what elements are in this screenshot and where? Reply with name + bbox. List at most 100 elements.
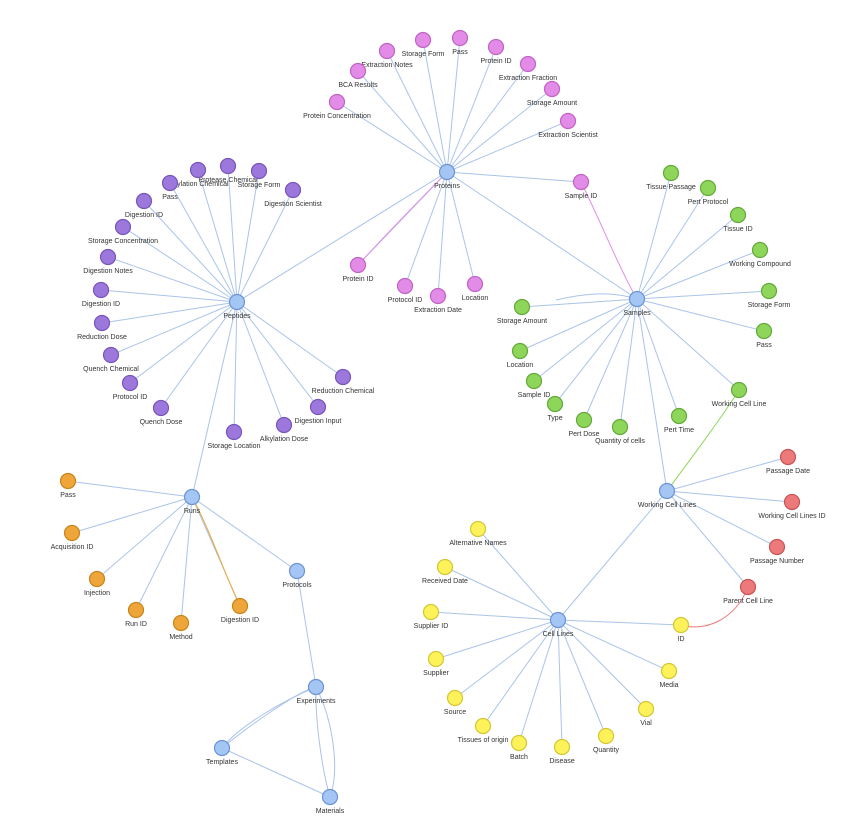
hub-peptides-circle[interactable]: [228, 293, 246, 311]
proteins-attr-5[interactable]: BCA Results: [338, 62, 378, 90]
peptides-attr-0-circle[interactable]: [219, 157, 237, 175]
peptides-attr-9[interactable]: Reduction Dose: [77, 314, 127, 342]
peptides-attr-14[interactable]: Digestion Input: [295, 398, 342, 426]
samples-attr-5-circle[interactable]: [755, 322, 773, 340]
samples-attr-12-circle[interactable]: [670, 407, 688, 425]
proteins-attr-7-circle[interactable]: [328, 93, 346, 111]
peptides-attr-7-circle[interactable]: [99, 248, 117, 266]
proteins-attr-6[interactable]: Storage Amount: [527, 80, 577, 108]
proteins-attr-10-circle[interactable]: [349, 256, 367, 274]
hub-proteins[interactable]: Proteins: [434, 163, 460, 191]
proteins-attr-8-circle[interactable]: [559, 112, 577, 130]
peptides-attr-16-circle[interactable]: [225, 423, 243, 441]
hub-working-cell-lines-circle[interactable]: [658, 482, 676, 500]
cell_lines-attr-7-circle[interactable]: [553, 738, 571, 756]
samples-attr-3-circle[interactable]: [751, 241, 769, 259]
samples-attr-11[interactable]: Quantity of cells: [595, 418, 645, 446]
proteins-attr-11[interactable]: Protocol ID: [388, 277, 423, 305]
cell_lines-attr-3[interactable]: Supplier: [423, 650, 450, 678]
samples-attr-7[interactable]: Location: [507, 342, 534, 370]
proteins-attr-10[interactable]: Protein ID: [342, 256, 374, 284]
proteins-attr-8[interactable]: Extraction Scientist: [538, 112, 598, 140]
working_cell_lines-attr-0[interactable]: Passage Date: [766, 448, 810, 476]
peptides-attr-10-circle[interactable]: [102, 346, 120, 364]
samples-attr-12[interactable]: Pert Time: [664, 407, 694, 435]
hub-runs-circle[interactable]: [183, 488, 201, 506]
hub-experiments[interactable]: Experiments: [297, 678, 336, 706]
samples-attr-6[interactable]: Storage Amount: [497, 298, 547, 326]
peptides-attr-8[interactable]: Digestion ID: [82, 281, 120, 309]
proteins-attr-0-circle[interactable]: [414, 31, 432, 49]
samples-attr-13[interactable]: Working Cell Line: [712, 381, 767, 409]
hub-runs[interactable]: Runs: [183, 488, 201, 516]
hub-templates-circle[interactable]: [213, 739, 231, 757]
hub-samples[interactable]: Samples: [623, 290, 651, 318]
proteins-attr-9[interactable]: Sample ID: [565, 173, 598, 201]
cell_lines-attr-11-circle[interactable]: [672, 616, 690, 634]
cell_lines-attr-3-circle[interactable]: [427, 650, 445, 668]
proteins-attr-2-circle[interactable]: [378, 42, 396, 60]
peptides-attr-1[interactable]: Alkylation Chemical: [167, 161, 229, 189]
proteins-attr-6-circle[interactable]: [543, 80, 561, 98]
hub-protocols-circle[interactable]: [288, 562, 306, 580]
samples-attr-3[interactable]: Working Compound: [729, 241, 791, 269]
peptides-attr-13-circle[interactable]: [152, 399, 170, 417]
runs-attr-1[interactable]: Acquisition ID: [51, 524, 94, 552]
peptides-attr-11[interactable]: Protocol ID: [113, 374, 148, 402]
proteins-attr-5-circle[interactable]: [349, 62, 367, 80]
cell_lines-attr-8[interactable]: Quantity: [593, 727, 620, 755]
hub-working-cell-lines[interactable]: Working Cell Lines: [638, 482, 697, 510]
cell_lines-attr-10[interactable]: Media: [659, 662, 679, 690]
peptides-attr-15-circle[interactable]: [275, 416, 293, 434]
peptides-attr-10[interactable]: Quench Chemical: [83, 346, 139, 374]
proteins-attr-0[interactable]: Storage Form: [402, 31, 445, 59]
hub-cell-lines-circle[interactable]: [549, 611, 567, 629]
cell_lines-attr-9[interactable]: Vial: [637, 700, 655, 728]
peptides-attr-13[interactable]: Quench Dose: [140, 399, 183, 427]
samples-attr-5[interactable]: Pass: [755, 322, 773, 350]
runs-attr-4[interactable]: Method: [169, 614, 193, 642]
proteins-attr-13[interactable]: Location: [462, 275, 489, 303]
peptides-attr-14-circle[interactable]: [309, 398, 327, 416]
cell_lines-attr-1-circle[interactable]: [436, 558, 454, 576]
cell_lines-attr-2-circle[interactable]: [422, 603, 440, 621]
peptides-attr-16[interactable]: Storage Location: [208, 423, 261, 451]
proteins-attr-12-circle[interactable]: [429, 287, 447, 305]
samples-attr-2-circle[interactable]: [729, 206, 747, 224]
runs-attr-0-circle[interactable]: [59, 472, 77, 490]
hub-materials-circle[interactable]: [321, 788, 339, 806]
cell_lines-attr-0-circle[interactable]: [469, 520, 487, 538]
peptides-attr-12-circle[interactable]: [334, 368, 352, 386]
working_cell_lines-attr-3-circle[interactable]: [739, 578, 757, 596]
peptides-attr-5-circle[interactable]: [135, 192, 153, 210]
proteins-attr-3[interactable]: Protein ID: [480, 38, 512, 66]
working_cell_lines-attr-1-circle[interactable]: [783, 493, 801, 511]
cell_lines-attr-4[interactable]: Source: [444, 689, 466, 717]
samples-attr-4[interactable]: Storage Form: [748, 282, 791, 310]
peptides-attr-11-circle[interactable]: [121, 374, 139, 392]
runs-attr-2-circle[interactable]: [88, 570, 106, 588]
samples-attr-4-circle[interactable]: [760, 282, 778, 300]
peptides-attr-0[interactable]: Protease Chemical: [198, 157, 258, 185]
runs-attr-5[interactable]: Digestion ID: [221, 597, 259, 625]
peptides-attr-2[interactable]: Storage Form: [238, 162, 281, 190]
samples-attr-1[interactable]: Pert Protocol: [688, 179, 729, 207]
samples-attr-10-circle[interactable]: [575, 411, 593, 429]
samples-attr-13-circle[interactable]: [730, 381, 748, 399]
peptides-attr-15[interactable]: Alkylation Dose: [260, 416, 308, 444]
samples-attr-7-circle[interactable]: [511, 342, 529, 360]
samples-attr-2[interactable]: Tissue ID: [723, 206, 753, 234]
proteins-attr-7[interactable]: Protein Concentration: [303, 93, 371, 121]
working_cell_lines-attr-2-circle[interactable]: [768, 538, 786, 556]
peptides-attr-6[interactable]: Storage Concentration: [88, 218, 158, 246]
peptides-attr-7[interactable]: Digestion Notes: [83, 248, 133, 276]
peptides-attr-12[interactable]: Reduction Chemical: [312, 368, 375, 396]
samples-attr-9[interactable]: Type: [546, 395, 564, 423]
proteins-attr-2[interactable]: Extraction Notes: [361, 42, 413, 70]
proteins-attr-1[interactable]: Pass: [451, 29, 468, 57]
hub-peptides[interactable]: Peptides: [223, 293, 251, 321]
cell_lines-attr-6[interactable]: Batch: [510, 734, 528, 762]
peptides-attr-9-circle[interactable]: [93, 314, 111, 332]
runs-attr-5-circle[interactable]: [231, 597, 249, 615]
hub-templates[interactable]: Templates: [206, 739, 238, 767]
